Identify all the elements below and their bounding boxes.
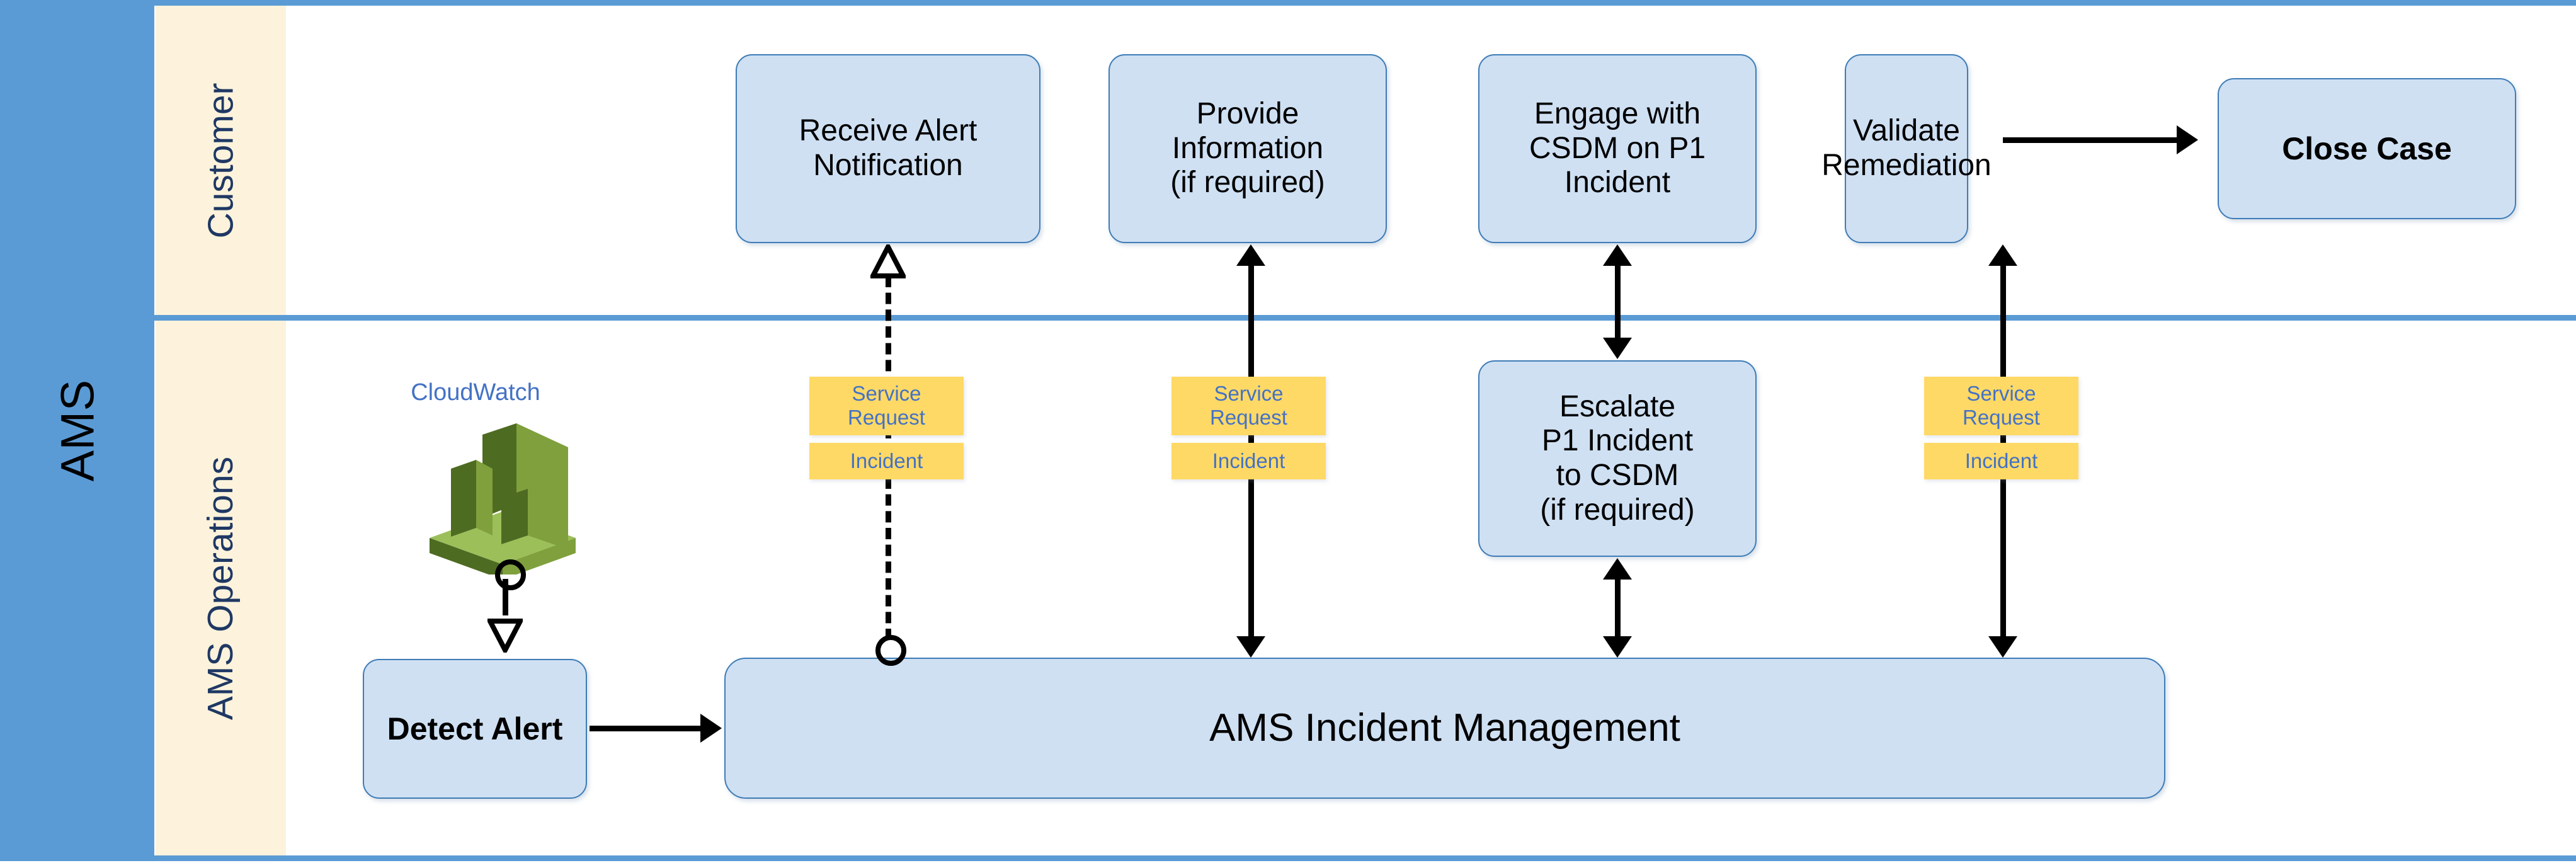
org-band-label: AMS bbox=[50, 379, 103, 481]
receive-alert-connector-circle bbox=[875, 635, 906, 666]
box-detect-alert-label: Detect Alert bbox=[387, 711, 563, 746]
engage-csdm-arrowhead-down bbox=[1603, 338, 1632, 359]
message-label-1-service-request: Service Request bbox=[809, 377, 964, 436]
close-case-connector-line bbox=[2003, 137, 2179, 143]
box-provide-information-label: Provide Information (if required) bbox=[1170, 96, 1325, 200]
box-detect-alert[interactable]: Detect Alert bbox=[363, 659, 587, 799]
escalate-arrowhead-up bbox=[1603, 558, 1632, 580]
box-validate-remediation[interactable]: Validate Remediation bbox=[1821, 54, 1992, 243]
org-band-ams: AMS bbox=[0, 3, 154, 858]
box-receive-alert-notification[interactable]: Receive Alert Notification bbox=[736, 54, 1040, 243]
escalate-connector-line bbox=[1615, 577, 1621, 640]
cloudwatch-connector-line bbox=[503, 579, 508, 615]
box-engage-csdm-p1-label: Engage with CSDM on P1 Incident bbox=[1529, 96, 1706, 200]
aws-cloudwatch-icon bbox=[422, 423, 579, 580]
message-label-1-incident: Incident bbox=[809, 443, 964, 480]
detect-alert-connector-line bbox=[590, 726, 703, 731]
box-close-case-label: Close Case bbox=[2282, 130, 2452, 166]
message-label-2: Service Request Incident bbox=[1171, 377, 1326, 480]
validate-remediation-arrowhead-down bbox=[1988, 636, 2017, 658]
box-ams-incident-management-label: AMS Incident Management bbox=[1209, 706, 1680, 750]
box-validate-remediation-label: Validate Remediation bbox=[1821, 114, 1992, 182]
message-label-3: Service Request Incident bbox=[1924, 377, 2078, 480]
provide-information-arrowhead-down bbox=[1236, 636, 1265, 658]
message-label-2-service-request: Service Request bbox=[1171, 377, 1326, 436]
lane-header-ams-operations-label: AMS Operations bbox=[200, 456, 241, 720]
message-label-3-incident: Incident bbox=[1924, 443, 2078, 480]
box-escalate-p1-csdm[interactable]: Escalate P1 Incident to CSDM (if require… bbox=[1478, 360, 1757, 557]
lane-header-customer-label: Customer bbox=[200, 82, 241, 239]
message-label-2-incident: Incident bbox=[1171, 443, 1326, 480]
escalate-arrowhead-down bbox=[1603, 636, 1632, 658]
engage-csdm-arrowhead-up bbox=[1603, 244, 1632, 266]
box-ams-incident-management[interactable]: AMS Incident Management bbox=[724, 658, 2165, 799]
lane-divider bbox=[0, 315, 2576, 321]
message-label-1: Service Request Incident bbox=[809, 377, 964, 480]
box-engage-csdm-p1[interactable]: Engage with CSDM on P1 Incident bbox=[1478, 54, 1757, 243]
box-close-case[interactable]: Close Case bbox=[2218, 78, 2516, 219]
box-escalate-p1-csdm-label: Escalate P1 Incident to CSDM (if require… bbox=[1540, 389, 1695, 527]
cloudwatch-label: CloudWatch bbox=[375, 379, 576, 406]
lane-header-customer: Customer bbox=[156, 6, 286, 315]
detect-alert-arrowhead-right bbox=[700, 714, 722, 743]
lane-header-ams-operations: AMS Operations bbox=[156, 321, 286, 855]
diagram-top-border bbox=[0, 0, 2576, 6]
provide-information-arrowhead-up bbox=[1236, 244, 1265, 266]
cloudwatch-connector-circle bbox=[495, 559, 526, 590]
box-provide-information[interactable]: Provide Information (if required) bbox=[1108, 54, 1387, 243]
cloudwatch-label-text: CloudWatch bbox=[411, 379, 540, 406]
validate-remediation-arrowhead-up bbox=[1988, 244, 2017, 266]
box-receive-alert-notification-label: Receive Alert Notification bbox=[799, 114, 977, 182]
diagram-bottom-border bbox=[0, 855, 2576, 861]
engage-csdm-connector-line bbox=[1615, 263, 1621, 341]
message-label-3-service-request: Service Request bbox=[1924, 377, 2078, 436]
close-case-arrowhead-right bbox=[2177, 125, 2198, 154]
